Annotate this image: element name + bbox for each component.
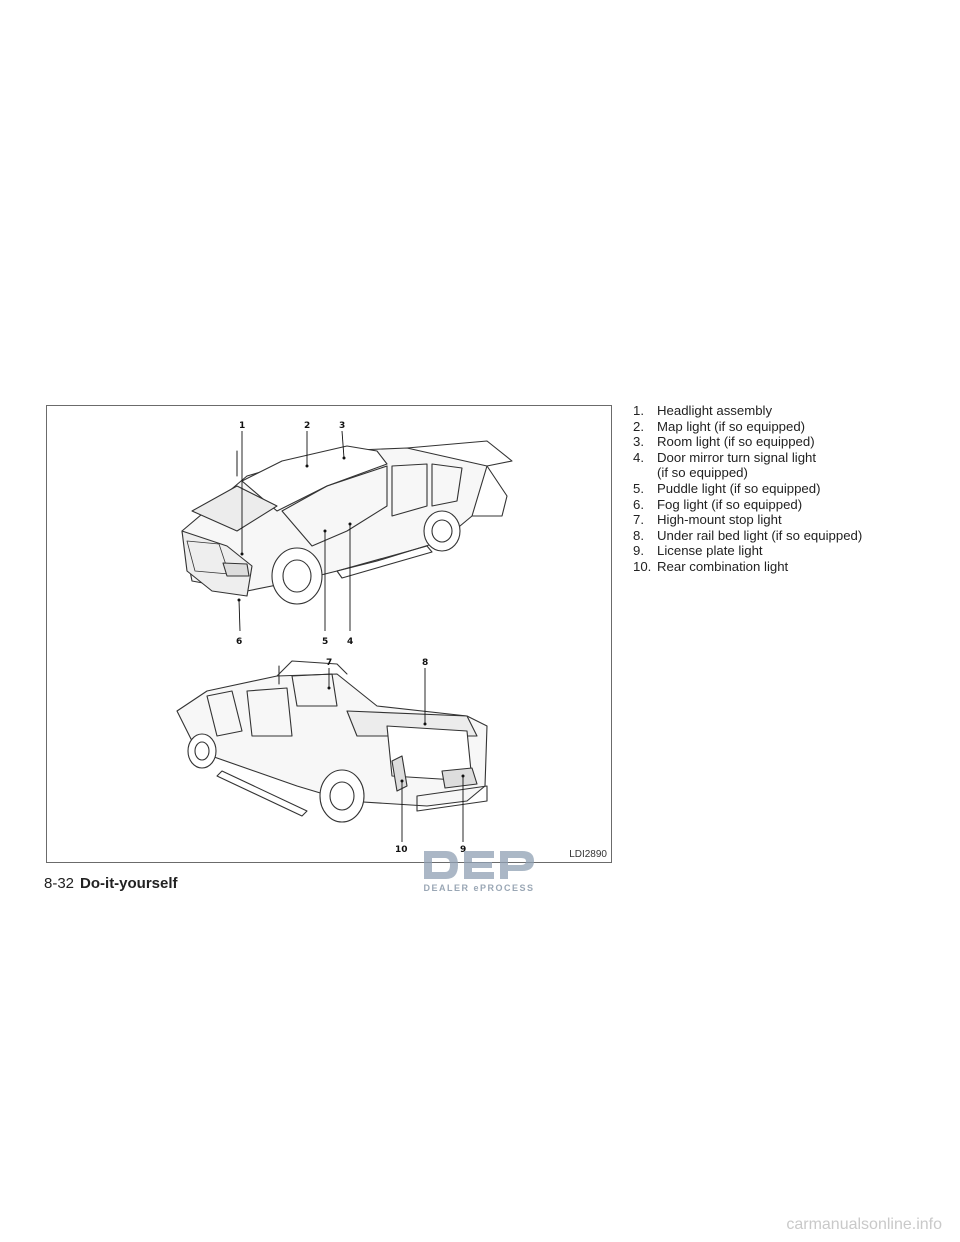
truck-lights-figure: 1 2 3 4 5 6 7 8 9 10 LDI2890 (46, 405, 612, 863)
legend-item: 8.Under rail bed light (if so equipped) (633, 527, 863, 543)
callout-6: 6 (236, 637, 242, 647)
section-title: Do-it-yourself (80, 875, 178, 892)
legend-item: 1.Headlight assembly (633, 403, 773, 418)
dealer-eprocess-watermark: DEALER ePROCESS (414, 845, 544, 895)
callout-7: 7 (326, 658, 332, 668)
legend-item-continuation: (if so equipped) (657, 465, 748, 481)
dep-logo (424, 851, 534, 879)
callout-2: 2 (304, 421, 310, 431)
legend-item: 9.License plate light (633, 543, 763, 559)
legend-item: 6.Fog light (if so equipped) (633, 496, 803, 512)
legend-item: 7.High-mount stop light (633, 512, 782, 528)
figure-code: LDI2890 (569, 849, 607, 860)
callout-5: 5 (322, 637, 328, 647)
legend-item: 2.Map light (if so equipped) (633, 418, 806, 434)
light-legend: 1.Headlight assembly 2.Map light (if so … (633, 403, 933, 575)
site-watermark: carmanualsonline.info (786, 1216, 942, 1233)
legend-item: 3.Room light (if so equipped) (633, 434, 815, 450)
callout-4: 4 (347, 637, 353, 647)
legend-item: 5.Puddle light (if so equipped) (633, 480, 821, 496)
callout-10: 10 (395, 845, 408, 855)
callout-8: 8 (422, 658, 428, 668)
legend-item: 4.Door mirror turn signal light (633, 449, 817, 465)
page-number: 8-32 (44, 875, 75, 892)
legend-item: 10.Rear combination light (633, 558, 789, 574)
callout-3: 3 (339, 421, 345, 431)
callout-9: 9 (460, 845, 466, 855)
page-footer: 8-32 Do-it-yourself (44, 875, 178, 892)
callout-1: 1 (239, 421, 245, 431)
truck-illustration: 1 2 3 4 5 6 7 8 9 10 (176, 421, 513, 855)
